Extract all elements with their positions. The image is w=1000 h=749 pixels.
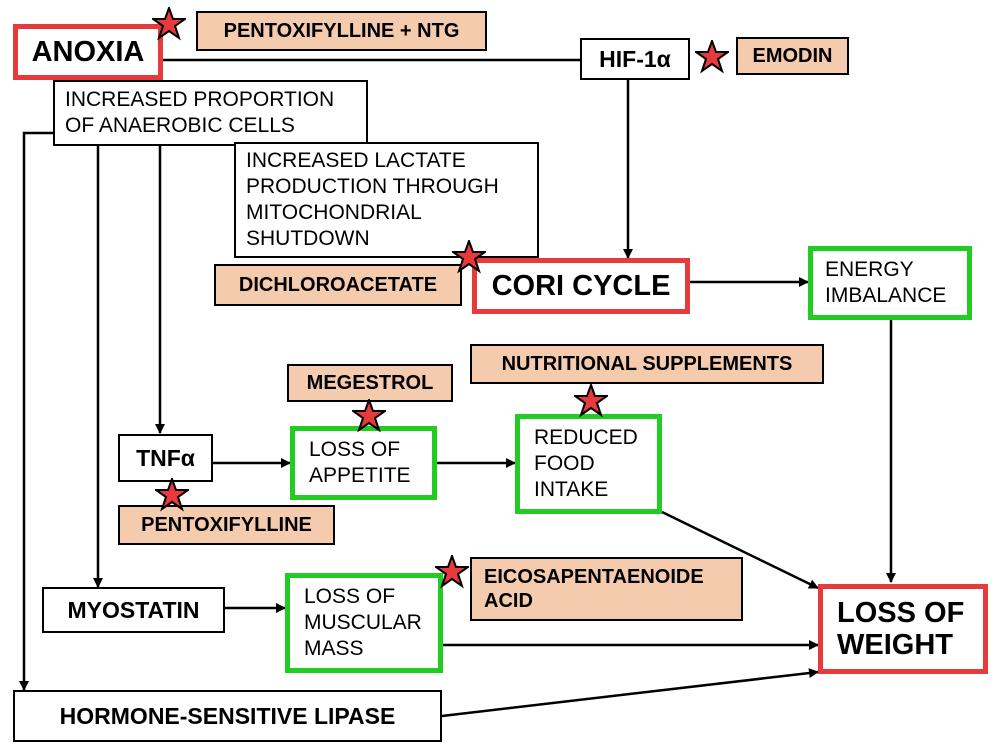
drug-eicosapentaenoide-acid: EICOSAPENTAENOIDE ACID [470,557,743,621]
node-loss-of-muscular-mass: LOSS OF MUSCULAR MASS [285,573,443,673]
node-myostatin-label: MYOSTATIN [67,597,200,623]
node-lactate: INCREASED LACTATE PRODUCTION THROUGH MIT… [234,142,539,258]
node-loss-of-weight: LOSS OF WEIGHT [818,584,988,674]
node-hif1a-label: HIF-1α [599,46,671,72]
node-hormone-sensitive-lipase: HORMONE-SENSITIVE LIPASE [13,690,442,742]
drug-pentoxifylline-ntg: PENTOXIFYLLINE + NTG [196,11,487,51]
star-icon [152,7,186,41]
drug-megestrol-label: MEGESTROL [306,372,434,394]
drug-pentoxifylline-ntg-label: PENTOXIFYLLINE + NTG [223,20,460,42]
node-loss-of-muscular-mass-label: LOSS OF MUSCULAR MASS [304,585,422,660]
drug-emodin: EMODIN [736,37,849,75]
edge-food-weight [661,510,819,590]
star-icon [574,384,608,418]
node-anaerobic-cells: INCREASED PROPORTION OF ANAEROBIC CELLS [53,80,368,146]
node-tnfa-label: TNFα [136,445,195,471]
node-anoxia-label: ANOXIA [31,36,145,68]
star-icon [155,478,189,512]
node-energy-imbalance: ENERGY IMBALANCE [808,246,972,320]
edge-lipase-weight [441,668,819,718]
star-icon [695,40,729,74]
node-tnfa: TNFα [118,434,213,482]
node-energy-imbalance-label: ENERGY IMBALANCE [825,258,947,307]
drug-dichloroacetate-label: DICHLOROACETATE [238,274,438,296]
node-hif1a: HIF-1α [580,38,690,80]
node-myostatin: MYOSTATIN [42,587,225,633]
star-icon [352,399,386,433]
drug-nutritional-supplements: NUTRITIONAL SUPPLEMENTS [470,344,824,384]
drug-megestrol: MEGESTROL [287,364,453,402]
star-icon [435,555,469,589]
node-loss-of-appetite: LOSS OF APPETITE [290,426,437,500]
node-cori-cycle: CORI CYCLE [472,258,690,314]
drug-nutritional-supplements-label: NUTRITIONAL SUPPLEMENTS [501,353,793,375]
drug-emodin-label: EMODIN [752,45,833,67]
node-reduced-food-intake: REDUCED FOOD INTAKE [515,414,662,514]
node-anoxia: ANOXIA [13,24,163,80]
node-hormone-sensitive-lipase-label: HORMONE-SENSITIVE LIPASE [59,703,396,729]
node-lactate-label: INCREASED LACTATE PRODUCTION THROUGH MIT… [246,149,499,250]
node-cori-cycle-label: CORI CYCLE [491,270,671,302]
drug-eicosapentaenoide-acid-label: EICOSAPENTAENOIDE ACID [484,566,704,612]
node-reduced-food-intake-label: REDUCED FOOD INTAKE [534,426,638,501]
star-icon [452,240,486,274]
drug-pentoxifylline-label: PENTOXIFYLLINE [141,514,312,536]
drug-dichloroacetate: DICHLOROACETATE [214,264,462,306]
node-loss-of-weight-label: LOSS OF WEIGHT [837,597,965,661]
edge-anaerobic-lipase [19,131,55,691]
node-loss-of-appetite-label: LOSS OF APPETITE [309,438,411,487]
drug-pentoxifylline: PENTOXIFYLLINE [118,505,335,545]
node-anaerobic-cells-label: INCREASED PROPORTION OF ANAEROBIC CELLS [65,88,335,137]
